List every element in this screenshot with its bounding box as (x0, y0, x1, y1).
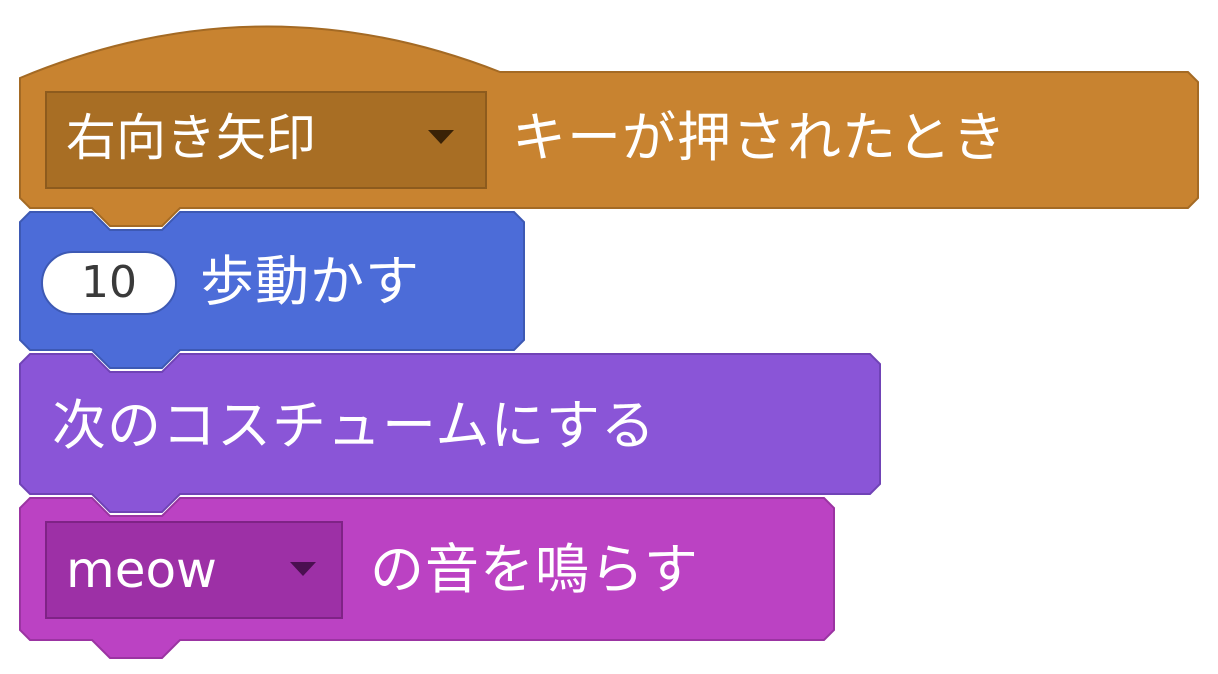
looks-block-label: 次のコスチュームにする (52, 394, 656, 457)
motion-move-block[interactable] (19, 211, 525, 369)
sound-dropdown-value: meow (66, 541, 217, 599)
sound-block-label: の音を鳴らす (370, 538, 699, 601)
key-dropdown-value: 右向き矢印 (66, 109, 316, 167)
steps-input[interactable] (41, 251, 177, 315)
event-block-label: キーが押されたとき (512, 106, 1007, 169)
steps-input-value[interactable]: 10 (81, 257, 137, 308)
chevron-down-icon[interactable] (428, 130, 454, 144)
chevron-down-icon[interactable] (290, 562, 316, 576)
looks-next-costume-block[interactable] (19, 353, 881, 513)
key-dropdown[interactable] (45, 91, 487, 189)
motion-block-label: 歩動かす (200, 250, 420, 313)
